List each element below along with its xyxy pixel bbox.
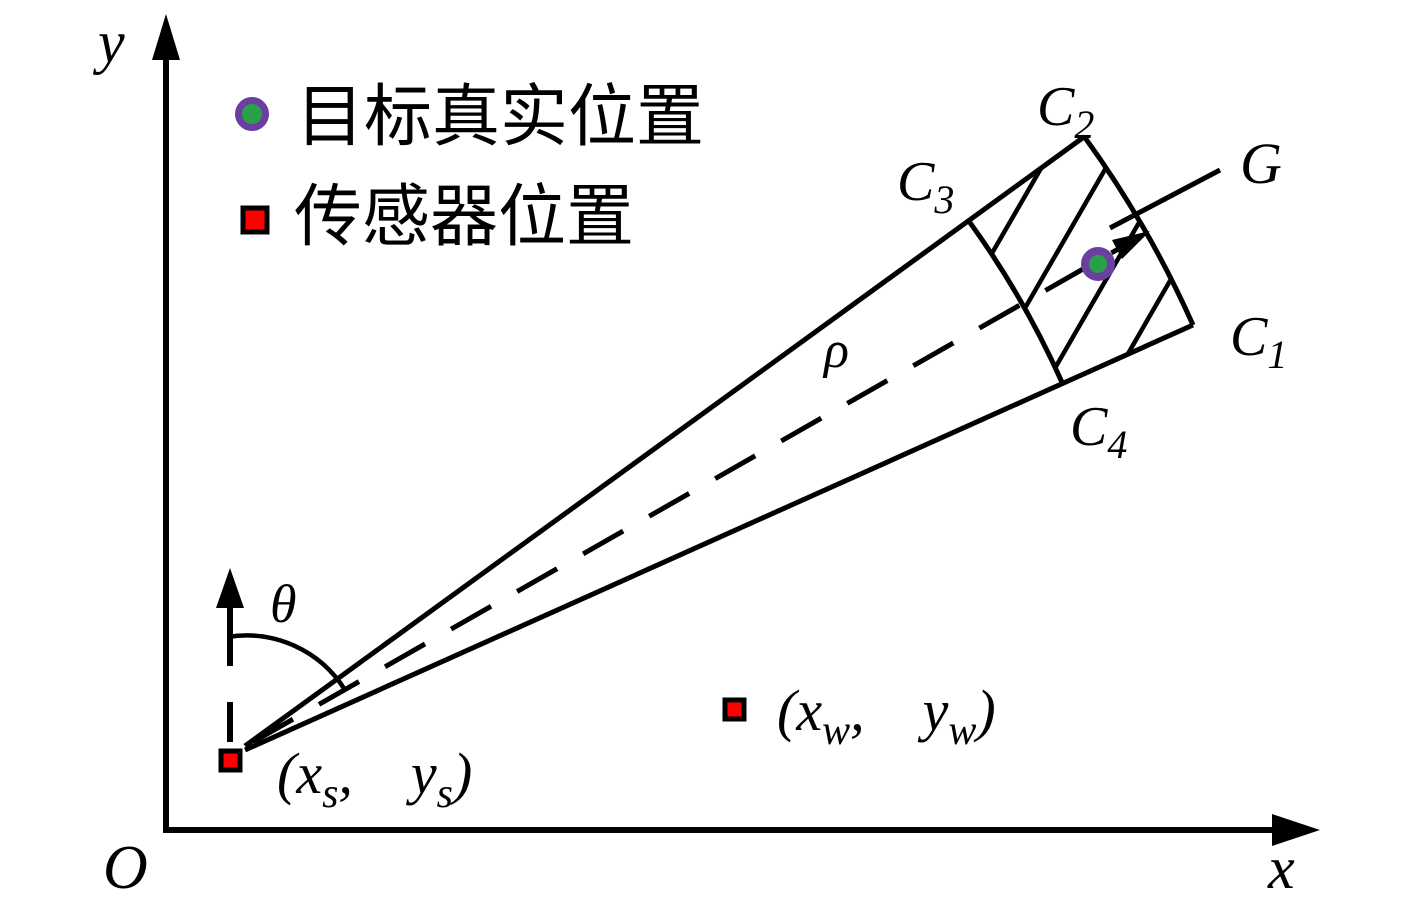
beam-center-arrowhead: [1112, 231, 1150, 259]
hatch-line: [968, 136, 1193, 384]
c1-label: C1: [1230, 306, 1287, 377]
x-axis-arrowhead: [1272, 814, 1320, 846]
c3-label: C3: [897, 151, 954, 222]
legend: 目标真实位置 传感器位置: [235, 79, 704, 255]
sensor-marker: [218, 748, 243, 773]
hatch-line: [968, 136, 1178, 384]
y-axis-label: y: [92, 9, 125, 75]
sensor-coords-label: (xs, ys): [277, 741, 472, 817]
y-axis-arrowhead: [152, 14, 180, 60]
legend-target-marker: [235, 97, 269, 131]
cell-hatching: [968, 136, 1193, 384]
bearing-reference-arrowhead: [216, 568, 244, 608]
x-axis-label: x: [1267, 835, 1295, 901]
c4-label: C4: [1070, 396, 1127, 467]
g-label: G: [1240, 131, 1282, 196]
beam-lower-edge-line: [243, 322, 1195, 753]
outer-range-arc: [1082, 135, 1196, 327]
legend-sensor-label: 传感器位置: [294, 179, 634, 255]
inner-range-arc: [966, 219, 1065, 385]
hatch-line: [968, 136, 1193, 384]
w-coords-label: (xw, yw): [777, 678, 996, 754]
theta-label: θ: [270, 574, 297, 634]
theta-angle-arc: [227, 633, 347, 692]
legend-sensor-marker: [240, 205, 270, 235]
g-leader-line: [1108, 167, 1222, 231]
beam-upper-edge-line: [243, 134, 1086, 749]
c2-label: C2: [1037, 76, 1094, 147]
beam-center-dashed-line: [251, 245, 1122, 745]
target-marker: [1081, 247, 1115, 281]
legend-target-label: 目标真实位置: [296, 79, 704, 155]
origin-label: O: [103, 834, 148, 902]
rho-label: ρ: [822, 322, 849, 379]
w-point-marker: [722, 697, 747, 722]
hatch-line: [968, 136, 1193, 384]
